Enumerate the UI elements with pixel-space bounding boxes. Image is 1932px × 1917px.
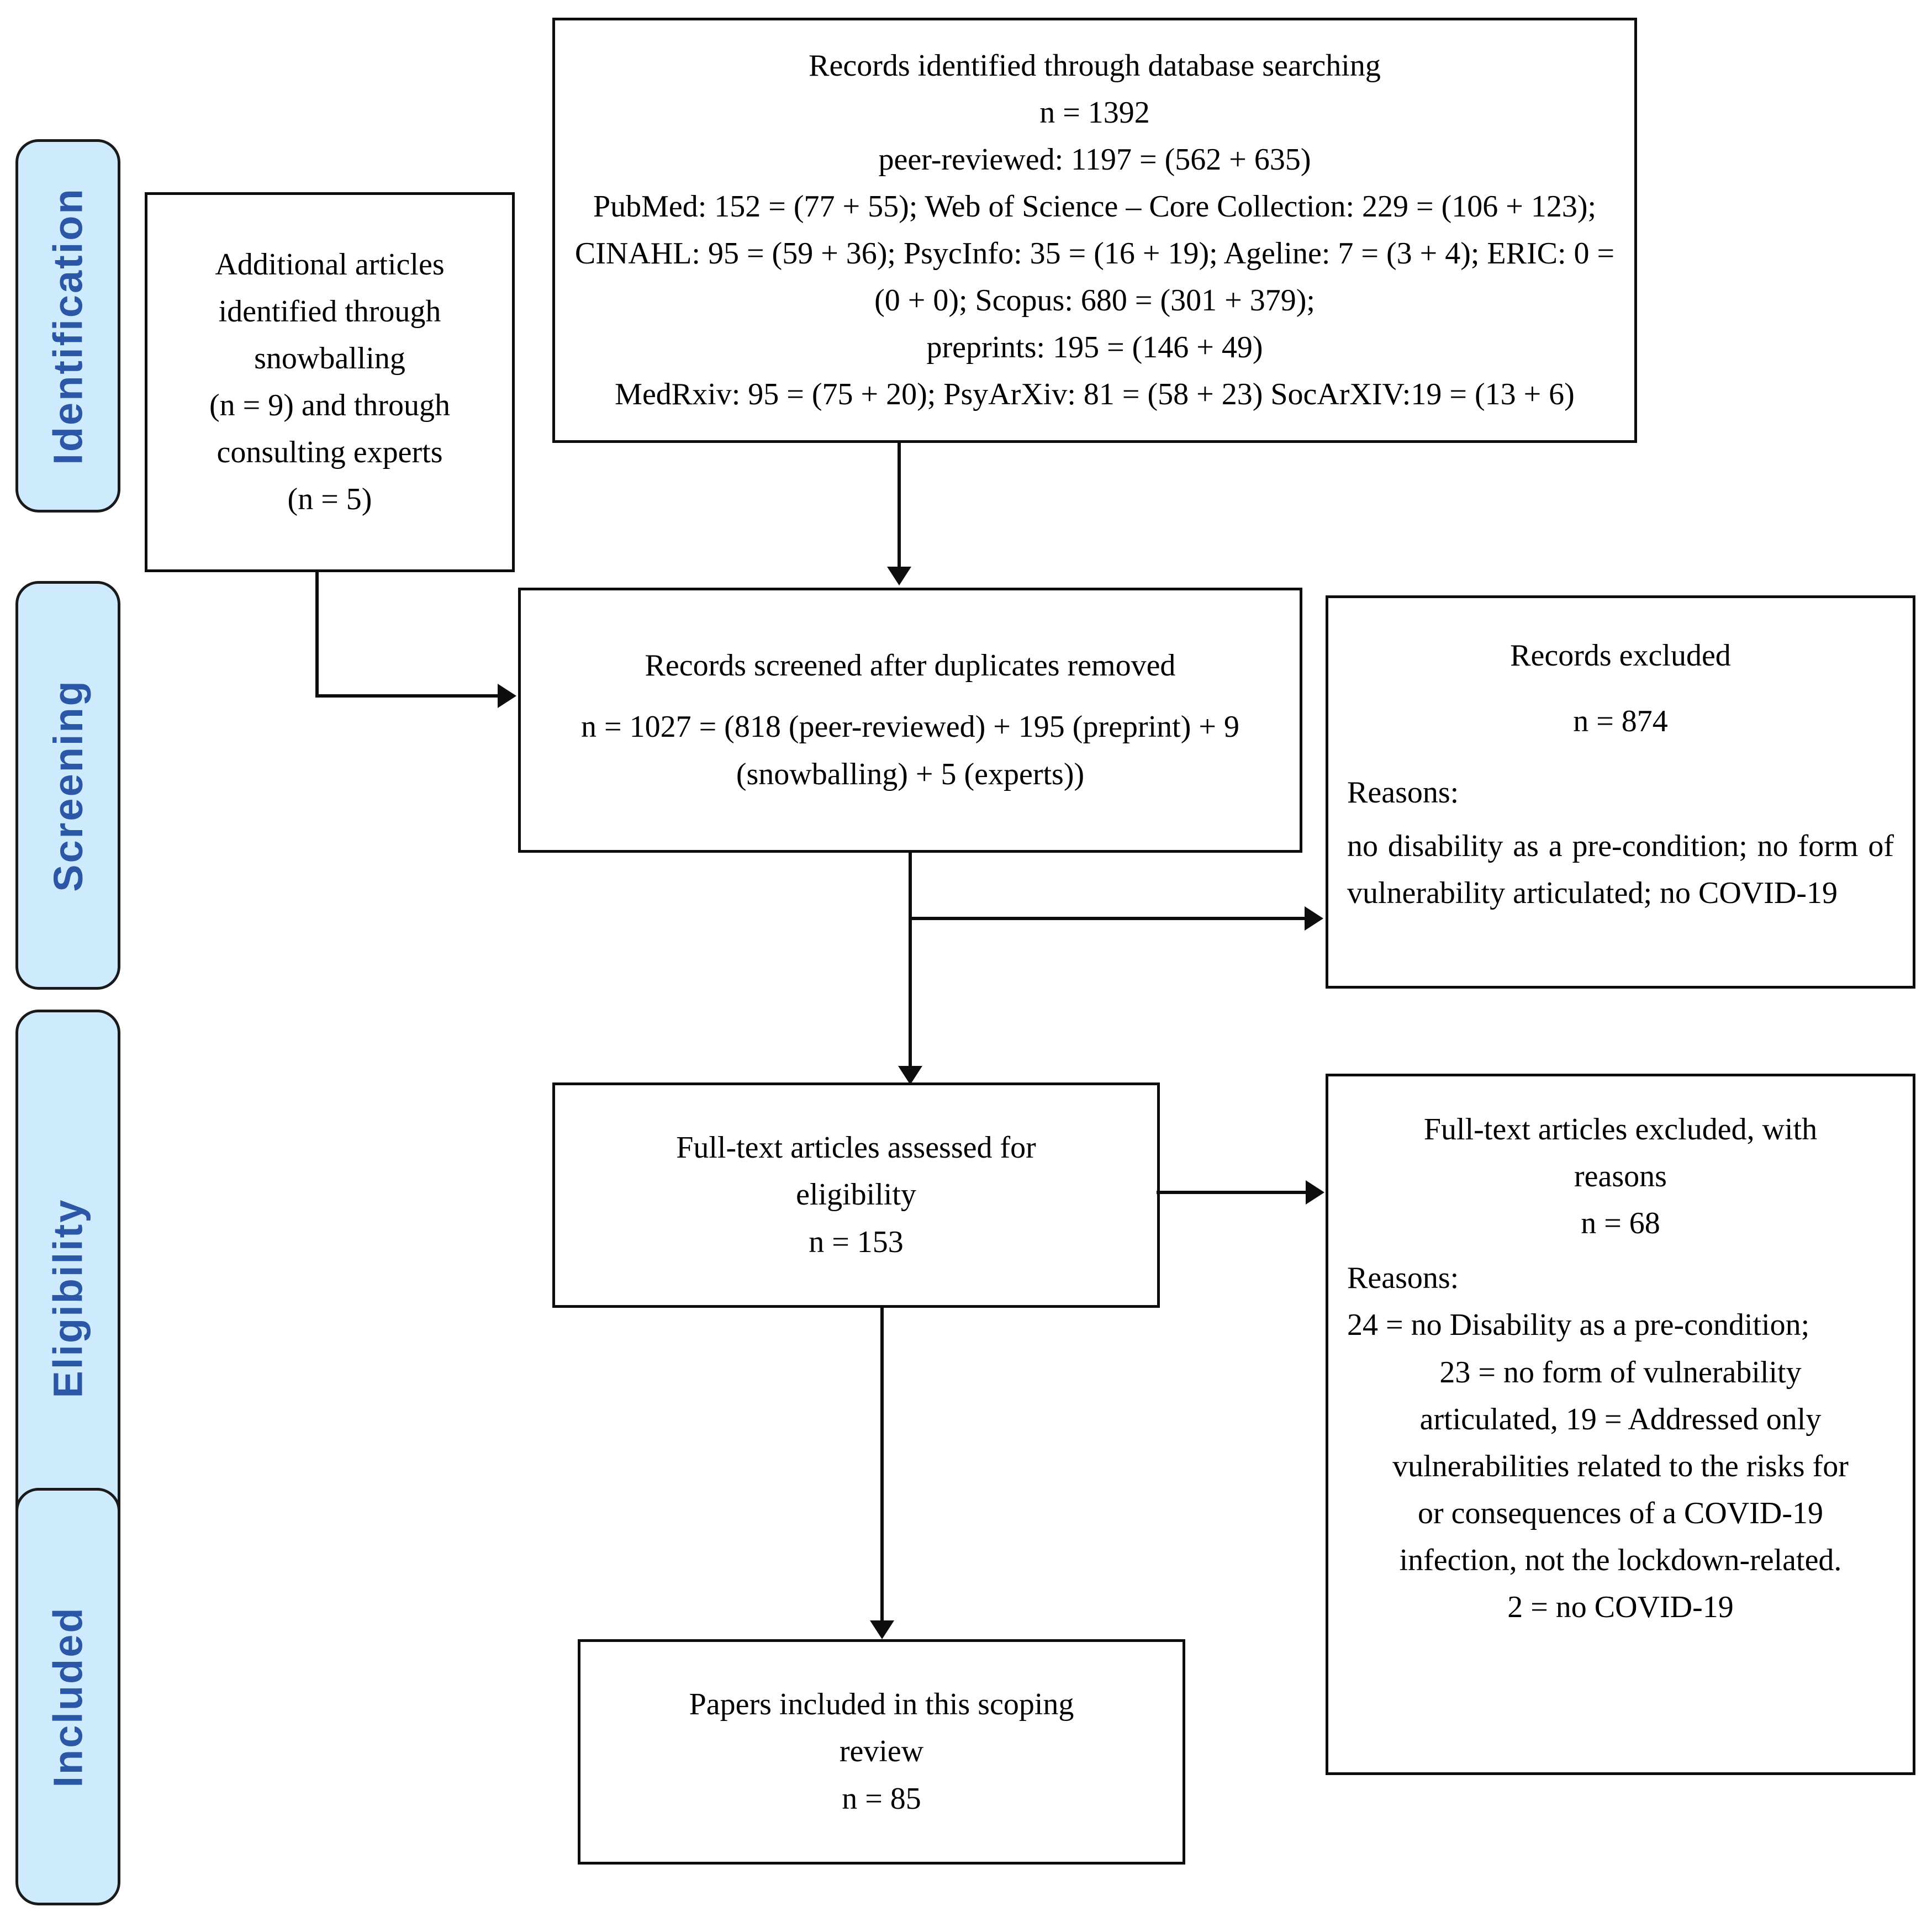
database-search-line-6: MedRxiv: 95 = (75 + 20); PsyArXiv: 81 = … [615, 377, 1575, 412]
stage-identification: Identification [15, 139, 120, 513]
fulltext-excluded-reason-7: 2 = no COVID-19 [1507, 1590, 1734, 1625]
box-fulltext-excluded: Full-text articles excluded, with reason… [1326, 1074, 1915, 1775]
records-excluded-title: Records excluded [1510, 638, 1731, 673]
fulltext-excluded-reason-1: 24 = no Disability as a pre-condition; [1347, 1308, 1810, 1343]
additional-articles-line-4: (n = 9) and through [209, 388, 450, 423]
connector-fulltext-to-excluded [1157, 1191, 1309, 1194]
fulltext-excluded-reason-6: infection, not the lockdown-related. [1399, 1543, 1842, 1577]
arrowhead-screened-to-fulltext [898, 1066, 922, 1085]
box-records-screened: Records screened after duplicates remove… [518, 588, 1302, 853]
fulltext-excluded-reason-3: articulated, 19 = Addressed only [1419, 1402, 1822, 1437]
arrowhead-database-to-screened [887, 567, 911, 585]
additional-articles-line-3: snowballing [254, 341, 405, 376]
additional-articles-line-6: (n = 5) [287, 482, 372, 517]
stage-screening: Screening [15, 581, 120, 990]
arrowhead-fulltext-to-excluded [1306, 1180, 1324, 1205]
fulltext-excluded-title-line-2: reasons [1574, 1159, 1667, 1194]
stage-eligibility-label: Eligibility [45, 1198, 91, 1398]
papers-included-line-1: Papers included in this scoping [689, 1687, 1074, 1722]
records-excluded-reasons-text: no disability as a pre-condition; no for… [1347, 829, 1894, 911]
fulltext-excluded-reasons-label: Reasons: [1347, 1261, 1459, 1296]
papers-included-line-3: n = 85 [842, 1781, 921, 1816]
additional-articles-line-5: consulting experts [217, 435, 443, 470]
box-papers-included: Papers included in this scoping review n… [578, 1639, 1185, 1865]
box-records-excluded: Records excluded n = 874 Reasons: no dis… [1326, 595, 1915, 989]
papers-included-line-2: review [839, 1734, 924, 1769]
database-search-line-2: n = 1392 [1039, 95, 1150, 130]
connector-screened-to-fulltext [909, 853, 912, 1068]
connector-screened-to-excluded [909, 917, 1307, 920]
fulltext-excluded-title-line-1: Full-text articles excluded, with [1423, 1112, 1818, 1147]
arrowhead-additional-to-screened [498, 684, 516, 708]
records-screened-title: Records screened after duplicates remove… [645, 648, 1176, 683]
fulltext-assessed-line-1: Full-text articles assessed for [676, 1131, 1036, 1165]
records-screened-count: n = 1027 = (818 (peer-reviewed) + 195 (p… [581, 710, 1239, 791]
connector-database-to-screened [898, 443, 901, 568]
fulltext-excluded-reason-4: vulnerabilities related to the risks for [1392, 1449, 1849, 1483]
fulltext-excluded-reason-5: or consequences of a COVID-19 [1418, 1496, 1823, 1530]
fulltext-assessed-line-3: n = 153 [809, 1224, 904, 1259]
database-search-line-4: PubMed: 152 = (77 + 55); Web of Science … [574, 189, 1615, 318]
fulltext-assessed-line-2: eligibility [796, 1177, 916, 1212]
stage-screening-label: Screening [45, 679, 91, 892]
connector-fulltext-to-included [880, 1308, 884, 1628]
fulltext-excluded-count: n = 68 [1581, 1206, 1660, 1241]
database-search-line-1: Records identified through database sear… [809, 48, 1381, 83]
records-excluded-count: n = 874 [1573, 704, 1668, 739]
database-search-line-3: peer-reviewed: 1197 = (562 + 635) [878, 142, 1311, 177]
arrowhead-screened-to-excluded [1305, 906, 1323, 931]
fulltext-excluded-reason-2: 23 = no form of vulnerability [1439, 1355, 1802, 1390]
stage-included: Included [15, 1488, 120, 1905]
additional-articles-line-1: Additional articles [215, 247, 445, 282]
box-additional-articles: Additional articles identified through s… [145, 192, 515, 572]
box-records-identified-database: Records identified through database sear… [552, 18, 1637, 443]
connector-additional-right [315, 694, 501, 698]
stage-identification-label: Identification [45, 187, 91, 465]
additional-articles-line-2: identified through [218, 294, 441, 329]
box-fulltext-assessed: Full-text articles assessed for eligibil… [552, 1082, 1160, 1308]
database-search-line-5: preprints: 195 = (146 + 49) [926, 330, 1263, 365]
stage-included-label: Included [45, 1606, 91, 1788]
connector-additional-down [315, 572, 319, 696]
records-excluded-reasons-label: Reasons: [1347, 775, 1459, 810]
arrowhead-fulltext-to-included [870, 1620, 894, 1639]
